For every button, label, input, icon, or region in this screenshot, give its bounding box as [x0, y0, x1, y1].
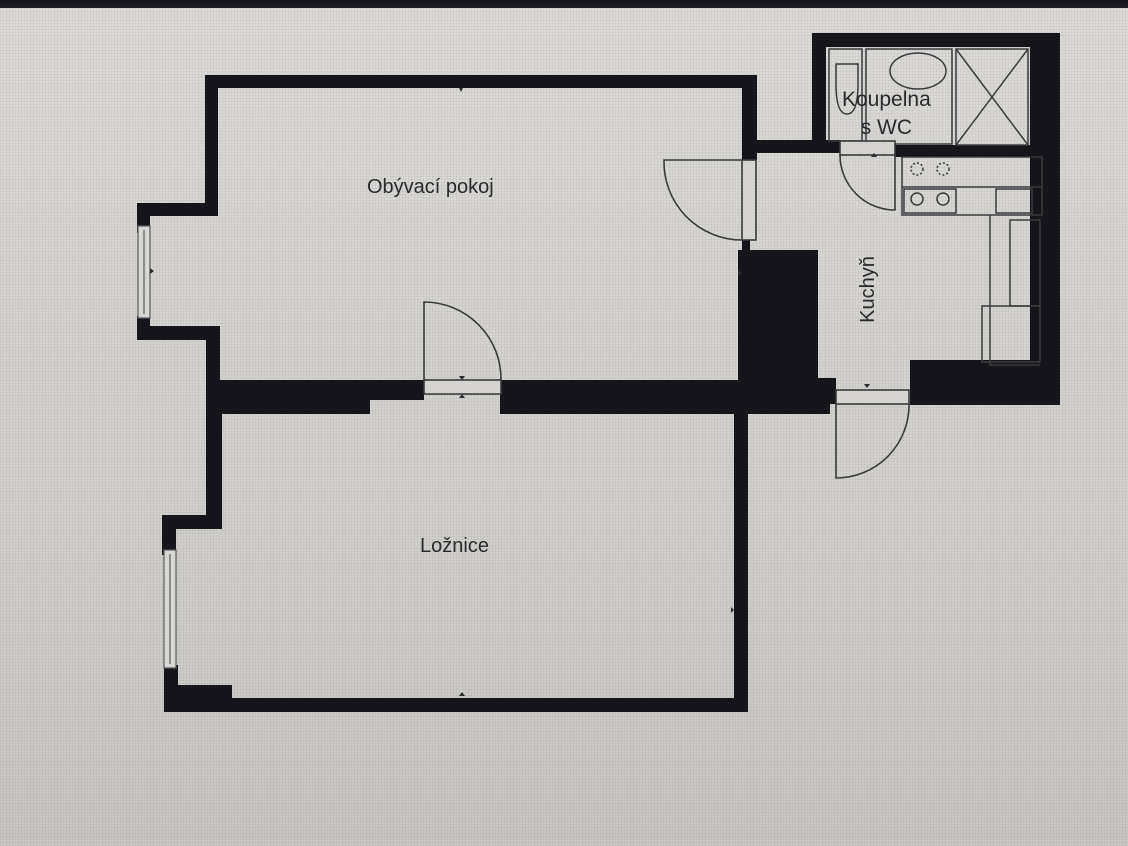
windows — [137, 225, 177, 669]
doors — [423, 140, 910, 479]
room-label-bedroom: Ložnice — [420, 535, 489, 557]
door-swing-living-kitchen — [663, 159, 743, 241]
toilet-icon — [835, 63, 859, 115]
walls — [137, 33, 1060, 712]
room-label-bathroom-line1: Koupelna — [842, 88, 931, 111]
shower-icon — [955, 48, 1029, 146]
stove-icon — [903, 188, 957, 214]
door-swing-bathroom — [839, 154, 896, 211]
room-label-bathroom-line2: s WC — [860, 116, 913, 139]
kitchen-counters — [901, 156, 1043, 366]
bathroom-fixtures — [828, 48, 1029, 146]
sink-icon — [889, 52, 947, 90]
room-label-living: Obývací pokoj — [367, 176, 494, 198]
room-label-bathroom: Koupelna s WC — [842, 86, 931, 142]
markers — [150, 88, 877, 696]
room-label-kitchen: Kuchyň — [856, 256, 879, 323]
door-swing-living-bedroom — [423, 301, 502, 381]
door-swing-entrance — [835, 403, 910, 479]
